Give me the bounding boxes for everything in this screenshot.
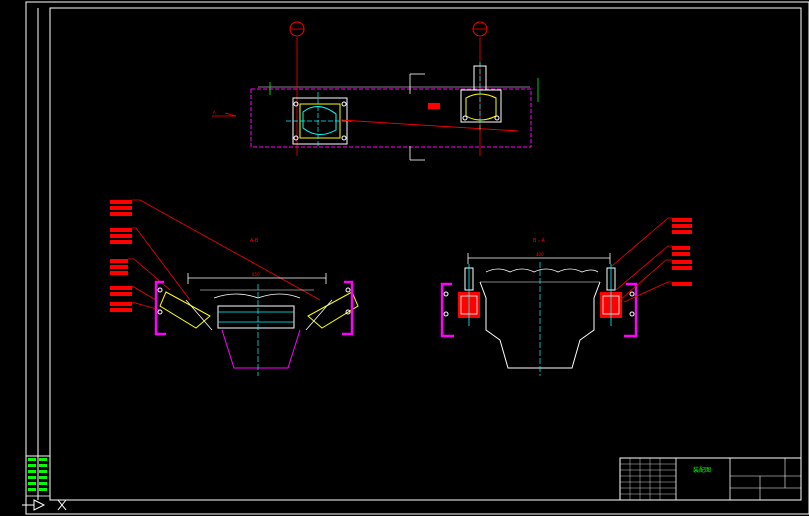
right-dimension-label: 400: [536, 252, 544, 257]
right-section-label: B - A: [533, 238, 545, 244]
title-block: 装配图: [619, 457, 802, 501]
left-section-view: A-B 850: [110, 199, 359, 376]
title-block-name: 装配图: [693, 466, 711, 474]
view-arrow-label: A: [213, 110, 216, 115]
plan-view: A: [212, 21, 539, 161]
ucs-icon: [22, 499, 67, 511]
revision-strip: [25, 455, 51, 497]
left-section-label: A-B: [250, 238, 259, 244]
right-section-view: B - A 400: [440, 217, 692, 376]
drawing-frame: [25, 1, 809, 515]
left-dimension-label: 850: [252, 272, 260, 277]
